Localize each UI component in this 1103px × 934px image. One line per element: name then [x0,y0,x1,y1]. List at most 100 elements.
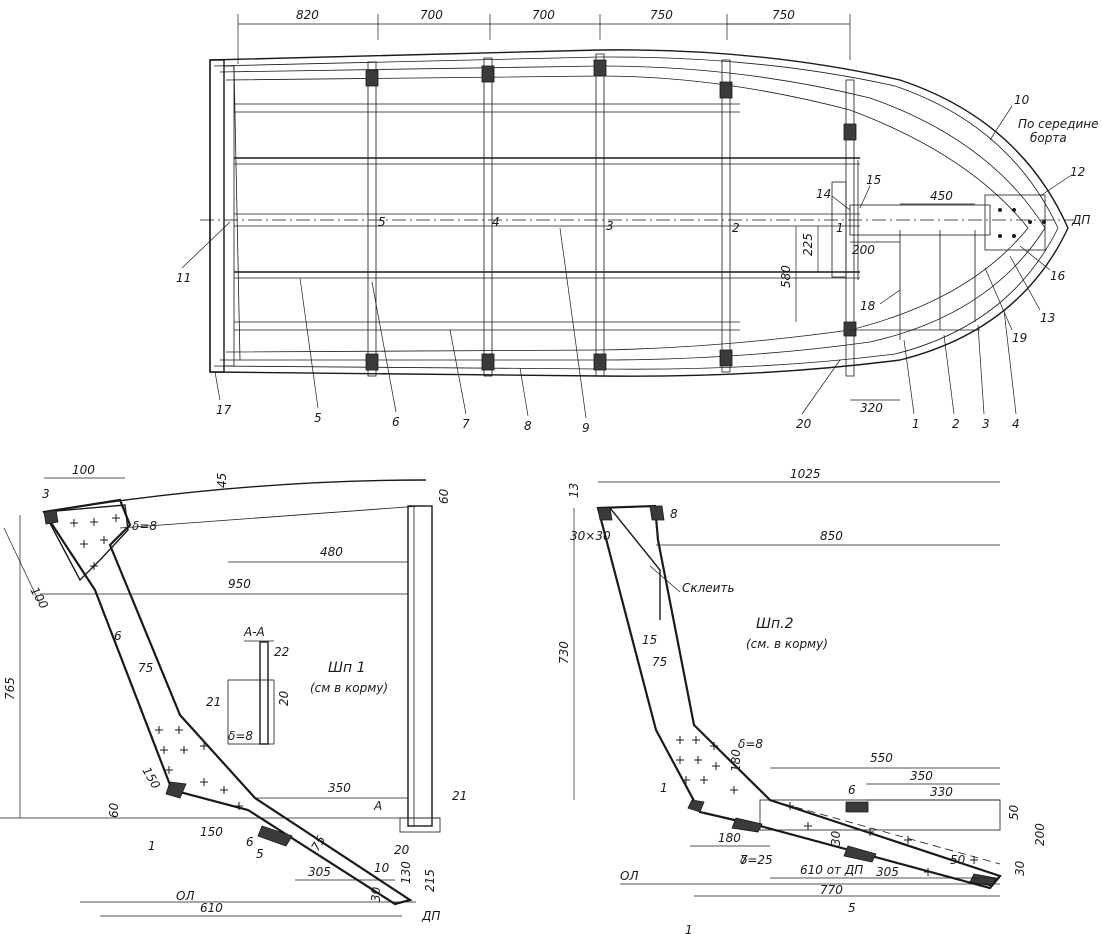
f2-callout-7: 7 [740,853,748,867]
f2-dim-50b: 50 [950,853,966,867]
callout-16: 16 [1050,269,1066,283]
callout-10: 10 [1014,93,1030,107]
callout-15: 15 [866,173,881,187]
station-2: 2 [732,221,740,235]
frame-1-dp: ДП [421,909,440,923]
f1-dim-305: 305 [308,865,331,879]
f1-dim-10: 10 [374,861,390,875]
f1-dim-100-side: 100 [27,585,51,612]
callout-17: 17 [216,403,232,417]
spacing-4: 750 [650,8,673,22]
f2-dim-50: 50 [1007,804,1021,820]
f1-dim-60-top: 60 [437,488,451,504]
f2-dim-200: 200 [1033,823,1047,846]
dim-225: 225 [801,233,815,256]
f1-callout-3: 3 [42,487,50,501]
f2-glue: Склеить [682,581,735,595]
frame-2-fasteners [676,736,978,876]
f2-dim-610dp: 610 от ДП [800,863,863,877]
spacing-2: 700 [420,8,443,22]
callout-12: 12 [1070,165,1085,179]
callout-11: 11 [176,271,191,285]
section-title: А-А [243,625,265,639]
callout-13: 13 [1040,311,1055,325]
f1-dim-30: 30 [369,886,383,902]
section-20: 20 [277,690,291,706]
station-5: 5 [378,215,386,229]
frame-2-ol: ОЛ [620,869,638,883]
callout-6: 6 [392,415,400,429]
hull-plan-view: 820 700 700 750 750 [176,8,1098,435]
note-line1: По середине [1018,117,1098,131]
f2-dim-180b: 180 [718,831,741,845]
station-3: 3 [606,219,614,233]
f2-dim-30x30: 30×30 [570,529,611,543]
f2-callout-8: 8 [670,507,678,521]
f2-dim-305: 305 [876,865,899,879]
f1-dim-215: 215 [423,869,437,892]
station-1: 1 [836,221,844,235]
f1-dim-75b: 75 [308,833,328,853]
dim-450: 450 [930,189,953,203]
callout-7: 7 [462,417,470,431]
dim-320: 320 [860,401,883,415]
f1-dim-150b: 150 [200,825,223,839]
spacing-3: 700 [532,8,555,22]
f2-dim-75: 75 [652,655,667,669]
callout-9: 9 [582,421,590,435]
frame-1-view: ОЛ ДП 100 45 60 480 950 100 765 6 75 150… [0,463,467,923]
f1-dim-765: 765 [3,677,17,700]
page-number: 1 [685,923,693,934]
f2-dim-550: 550 [870,751,893,765]
f2-dim-13: 13 [567,483,581,498]
f1-delta: δ=8 [132,519,157,533]
callout-4: 4 [1012,417,1020,431]
f1-dim-480: 480 [320,545,343,559]
f2-callout-6: 6 [848,783,856,797]
callout-2: 2 [952,417,960,431]
f2-dim-770: 770 [820,883,843,897]
f2-dim-350: 350 [910,769,933,783]
spacing-1: 820 [296,8,319,22]
f1-callout-5: 5 [256,847,264,861]
station-4: 4 [492,215,500,229]
f1-dim-950: 950 [228,577,251,591]
f2-dim-730: 730 [557,641,571,664]
f1-dim-45: 45 [215,473,229,488]
section-mark-a: А [373,799,382,813]
f2-dim-1025: 1025 [790,467,821,481]
callout-20: 20 [796,417,812,431]
f2-callout-1: 1 [660,781,668,795]
callout-19: 19 [1012,331,1027,345]
callout-5: 5 [314,411,322,425]
plan-frames [365,53,857,377]
frame-1-fasteners [70,514,243,810]
f2-dim-180: 180 [729,749,743,772]
f1-delta2: δ=8 [228,729,253,743]
frame-1-ol: ОЛ [176,889,194,903]
section-21: 21 [206,695,221,709]
f2-dim-850: 850 [820,529,843,543]
f1-callout-1: 1 [148,839,156,853]
f1-dim-60: 60 [107,802,121,818]
frame-1-title: Шп 1 [328,660,365,676]
frame-2-subtitle: (см. в корму) [746,637,828,651]
callout-8: 8 [524,419,532,433]
f1-dim-610: 610 [200,901,223,915]
dim-200: 200 [852,243,875,257]
f1-dim-100-top: 100 [72,463,95,477]
f1-dim-130: 130 [399,861,413,884]
frame-2-title: Шп.2 [756,616,794,632]
f1-dim-75: 75 [138,661,153,675]
f1-callout-21: 21 [452,789,467,803]
f1-dim-150a: 150 [139,765,163,792]
frame-2-view: ОЛ 1025 13 850 30×30 730 15 75 180 550 3… [557,467,1047,915]
f2-delta: δ=8 [738,737,763,751]
dp-label: ДП [1071,213,1090,227]
f2-dim-330: 330 [930,785,953,799]
f2-dim-30b: 30 [1013,860,1027,876]
f1-dim-20: 20 [394,843,410,857]
callout-14: 14 [816,187,831,201]
note-line2: борта [1030,131,1067,145]
